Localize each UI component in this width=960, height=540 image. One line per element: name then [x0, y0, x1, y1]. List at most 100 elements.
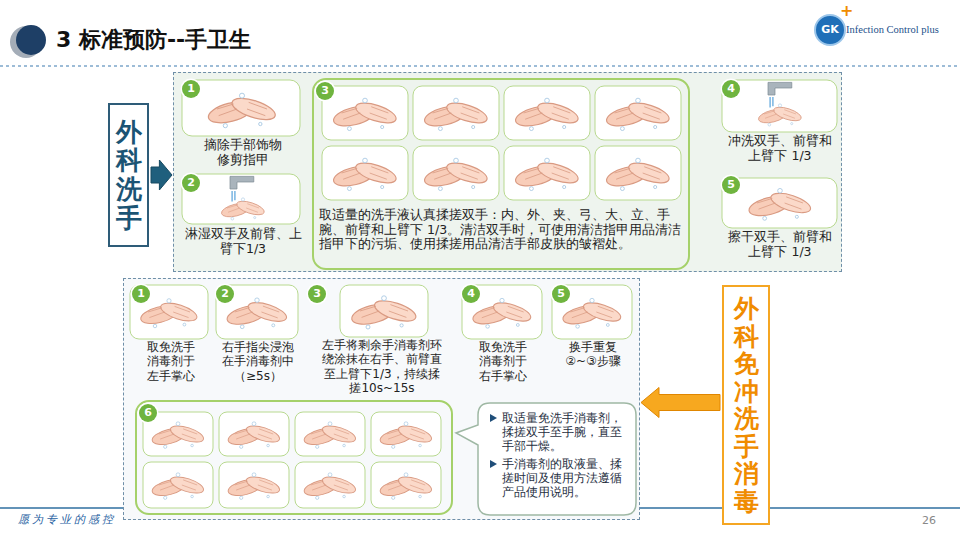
photo-frame	[295, 462, 365, 508]
step-caption: 摘除手部饰物 修剪指甲	[201, 137, 285, 167]
step-number: 6	[139, 404, 157, 422]
step-number: 1	[182, 80, 200, 98]
section-label: 外科洗手	[108, 103, 149, 247]
panel-ground	[123, 278, 640, 520]
hand-figure	[206, 93, 277, 128]
bullet-text: 手消毒剂的取液量、揉搓时间及使用方法遵循产品使用说明。	[489, 457, 627, 499]
step-caption: 取免洗手消毒剂于右手掌心	[475, 340, 531, 383]
photo-frame	[504, 86, 590, 140]
step-number: 4	[462, 285, 480, 303]
faucet-figure	[230, 176, 254, 201]
slide-title: 3 标准预防--手卫生	[56, 25, 251, 55]
photo-frame	[595, 86, 681, 140]
bullet-mark	[490, 414, 497, 422]
callout-bubble: 取适量免洗手消毒剂，揉搓双手至手腕，直至手部干燥。手消毒剂的取液量、揉搓时间及使…	[480, 404, 634, 514]
step-number: 1	[132, 285, 150, 303]
step-caption: 取免洗手消毒剂于左手掌心	[143, 340, 199, 383]
hand-figure	[514, 158, 581, 190]
step-caption: 擦干双手、前臂和上臂下 1/3	[724, 229, 836, 259]
hand-figure	[332, 98, 399, 130]
photo-frame	[219, 412, 289, 456]
photo-frame	[322, 86, 408, 140]
logo-circle	[815, 15, 845, 45]
step-card: 2 淋湿双手及前臂、上臂下1/3	[180, 172, 305, 269]
step-card: 4 取免洗手消毒剂于右手掌心	[460, 283, 546, 387]
hand-figure	[225, 298, 288, 329]
photo-frame	[219, 462, 289, 508]
step-card: 3左手将剩余手消毒剂环绕涂抹在右手、前臂直至上臂下1/3，持续揉搓10s~15s	[306, 283, 458, 399]
photo-frame	[371, 412, 441, 456]
logo-plus: +	[840, 3, 853, 19]
hand-figure	[379, 473, 434, 500]
bullet-body: 取适量免洗手消毒剂，揉搓双手至手腕，直至手部干燥。	[502, 411, 622, 453]
photo-frame	[552, 285, 632, 339]
step-card: 1 取免洗手消毒剂于左手掌心	[130, 283, 212, 387]
hand-figure	[423, 158, 490, 190]
photo-frame	[371, 462, 441, 508]
hand-figure	[332, 158, 399, 190]
bullet-body: 手消毒剂的取液量、揉搓时间及使用方法遵循产品使用说明。	[502, 457, 622, 499]
logo-text: Infection Control plus	[846, 23, 939, 37]
hand-figure	[471, 298, 533, 328]
photo-frame	[413, 86, 499, 140]
photo-frame	[595, 146, 681, 200]
panel-ground	[173, 72, 842, 272]
photo-frame	[143, 462, 213, 508]
callout-outline	[456, 403, 636, 515]
step-number: 2	[182, 174, 200, 192]
step-number: 5	[722, 176, 740, 194]
hand-figure	[139, 299, 199, 328]
hand-figure	[151, 473, 206, 500]
photo-frame	[295, 412, 365, 456]
bullet-text: 取适量免洗手消毒剂，揉搓双手至手腕，直至手部干燥。	[489, 411, 627, 453]
step-card: 2 右手指尖浸泡在手消毒剂中（≥5s）	[214, 283, 302, 387]
photo-frame	[322, 146, 408, 200]
footer-slogan: 愿为专业的感控	[18, 513, 116, 527]
photo-frame	[216, 285, 298, 339]
photo-frame	[340, 285, 428, 337]
title-bullet	[16, 25, 46, 55]
hand-figure	[561, 298, 623, 328]
step-caption: 换手重复②~③步骤	[558, 340, 628, 369]
step-number: 2	[216, 285, 234, 303]
label-text: 外科洗手	[116, 118, 142, 232]
step-number: 4	[722, 80, 740, 98]
hand-figure	[220, 198, 266, 220]
step-number: 3	[316, 82, 334, 100]
hand-figure	[303, 473, 358, 500]
hand-figure	[227, 422, 282, 449]
label-text: 外科免冲洗手消毒	[734, 295, 759, 515]
step-number: 3	[308, 285, 326, 303]
steps-panel: 1 取免洗手消毒剂于左手掌心 2 右手指尖浸泡在手消毒剂中（≥5s） 3左手将剩余手消毒…	[123, 278, 640, 520]
section-label: 外科免冲洗手消毒	[722, 285, 770, 525]
photo-frame	[462, 285, 542, 339]
step-caption: 右手指尖浸泡在手消毒剂中（≥5s）	[222, 340, 294, 383]
hand-figure	[303, 422, 358, 449]
hand-figure	[227, 473, 282, 500]
hand-figure	[747, 188, 813, 220]
photo-frame	[504, 146, 590, 200]
hand-figure	[350, 296, 419, 329]
hand-figure	[605, 98, 672, 130]
photo-frame	[182, 174, 300, 224]
photo-frame	[130, 285, 208, 339]
step-card: 3取适量的洗手液认真揉搓双手：内、外、夹、弓、大、立、手腕、前臂和上臂下 1/3…	[312, 78, 690, 270]
photo-frame	[722, 80, 837, 132]
step-caption: 冲洗双手、前臂和上臂下 1/3	[724, 133, 836, 163]
hand-figure	[151, 422, 206, 449]
photo-frame	[182, 80, 300, 136]
bullet-mark	[490, 460, 497, 468]
step-card: 5 擦干双手、前臂和上臂下 1/3	[720, 174, 840, 269]
hand-figure	[379, 422, 434, 449]
hand-figure	[514, 98, 581, 130]
step-card: 6	[135, 400, 453, 515]
header-rule	[0, 65, 960, 66]
step-number: 5	[552, 285, 570, 303]
step-caption: 淋湿双手及前臂、上臂下1/3	[184, 226, 302, 256]
hand-figure	[605, 158, 672, 190]
block-arrow	[641, 388, 720, 418]
hand-figure	[757, 104, 803, 126]
